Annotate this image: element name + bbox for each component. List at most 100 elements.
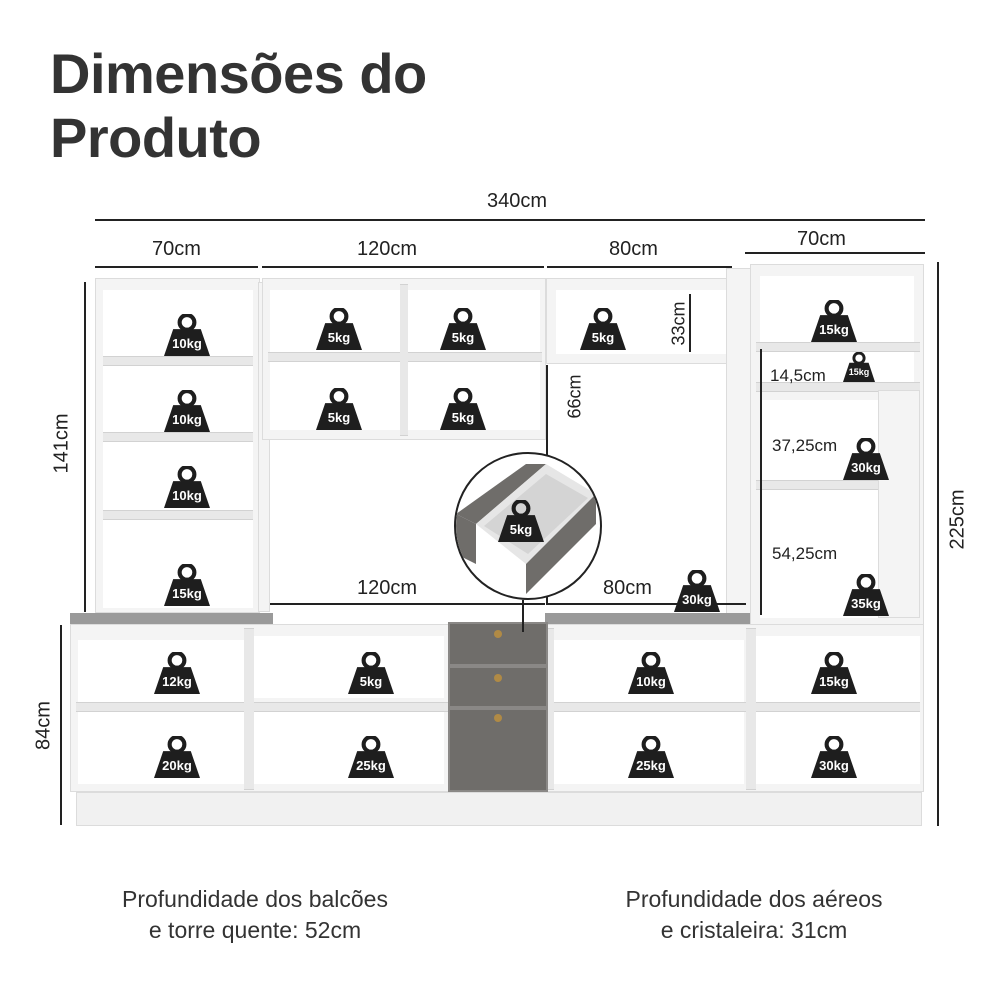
weight-limit-icon: 10kg [628,652,674,694]
right-tower-side-panel [726,268,752,618]
footer-base-depth-line-2: e torre quente: 52cm [148,917,362,943]
counter-120-line [270,603,545,605]
weight-limit-label: 10kg [636,674,666,689]
drawer [448,666,548,708]
page-title-line-2: Produto [50,106,262,169]
weight-limit-label: 5kg [591,330,615,345]
weight-limit-icon: 30kg [674,570,720,612]
weight-limit-label: 5kg [509,522,533,537]
height-54-25-label: 54,25cm [772,544,838,563]
weight-limit-icon: 30kg [843,438,889,480]
weight-limit-label: 5kg [451,330,475,345]
weight-limit-icon: 30kg [811,736,857,778]
shelf [103,356,253,366]
weight-limit-label: 5kg [327,330,351,345]
footer-upper-depth-line-2: e cristaleira: 31cm [660,917,848,943]
divider [746,628,756,790]
counter-120-label: 120cm [357,577,418,599]
countertop [545,613,750,625]
weight-limit-icon: 5kg [498,500,544,542]
height-14-5-label: 14,5cm [770,366,826,385]
footer-upper-depth-line-1: Profundidade dos aéreos [625,886,883,912]
footer-base-depth: Profundidade dos balcões e torre quente:… [90,884,420,946]
weight-limit-icon: 10kg [164,390,210,432]
height-141-line [84,282,86,612]
drawer [448,622,548,666]
weight-limit-icon: 25kg [348,736,394,778]
shelf [103,510,253,520]
weight-limit-label: 20kg [162,758,192,773]
shelf [756,382,920,392]
right-tower-inner-panel [878,390,920,618]
base-compartment [254,636,444,698]
weight-limit-icon: 5kg [580,308,626,350]
weight-limit-label: 35kg [851,596,881,611]
height-84-line [60,625,62,825]
shelf [103,432,253,442]
weight-limit-label: 10kg [172,488,202,503]
right-inner-height-line [760,349,762,615]
height-66-label: 66cm [564,374,585,419]
page-title: Dimensões do Produto [50,42,427,170]
weight-limit-label: 25kg [636,758,666,773]
weight-limit-icon: 10kg [164,466,210,508]
weight-limit-icon: 35kg [843,574,889,616]
divider [400,284,408,436]
cabinet-door [448,708,548,792]
weight-limit-label: 10kg [172,412,202,427]
weight-limit-icon: 12kg [154,652,200,694]
weight-limit-label: 25kg [356,758,386,773]
shelf [756,480,920,490]
height-33-line [689,294,691,352]
width-70-left-line [95,266,258,268]
width-80-label: 80cm [609,238,658,260]
height-33-label: 33cm [668,301,689,346]
footer-upper-depth: Profundidade dos aéreos e cristaleira: 3… [594,884,914,946]
countertop [70,613,273,625]
width-70-right-line [745,252,925,254]
drawer-knob [494,674,502,682]
weight-limit-label: 15kg [819,322,849,337]
width-120-line [262,266,544,268]
drawer-pointer-line [522,600,524,632]
height-225-line [937,262,939,826]
divider [244,628,254,790]
counter-80-line [548,603,746,605]
weight-limit-icon: 5kg [440,388,486,430]
plinth [76,792,922,826]
weight-limit-icon: 20kg [154,736,200,778]
weight-limit-icon: 15kg [843,352,875,382]
total-width-label: 340cm [487,190,548,212]
weight-limit-label: 15kg [819,674,849,689]
width-70-right-label: 70cm [797,228,846,250]
door-knob [494,714,502,722]
weight-limit-label: 12kg [162,674,192,689]
height-37-25-label: 37,25cm [772,436,838,455]
width-120-label: 120cm [357,238,418,260]
weight-limit-icon: 15kg [811,300,857,342]
weight-limit-label: 30kg [682,592,712,607]
weight-limit-label: 10kg [172,336,202,351]
weight-limit-label: 30kg [819,758,849,773]
weight-limit-icon: 5kg [316,388,362,430]
height-84-label: 84cm [32,701,55,750]
weight-limit-label: 15kg [848,367,870,377]
width-70-left-label: 70cm [152,238,201,260]
shelf [756,342,920,352]
weight-limit-label: 5kg [451,410,475,425]
weight-limit-icon: 15kg [811,652,857,694]
weight-limit-label: 5kg [359,674,383,689]
weight-limit-icon: 25kg [628,736,674,778]
weight-limit-label: 15kg [172,586,202,601]
weight-limit-icon: 15kg [164,564,210,606]
page-title-line-1: Dimensões do [50,42,427,105]
weight-limit-icon: 5kg [316,308,362,350]
width-80-line [547,266,732,268]
drawer-knob [494,630,502,638]
weight-limit-label: 30kg [851,460,881,475]
weight-limit-icon: 5kg [440,308,486,350]
weight-limit-icon: 5kg [348,652,394,694]
right-tower-compartment [760,350,914,382]
base-compartment [254,706,444,784]
divider [546,628,554,790]
